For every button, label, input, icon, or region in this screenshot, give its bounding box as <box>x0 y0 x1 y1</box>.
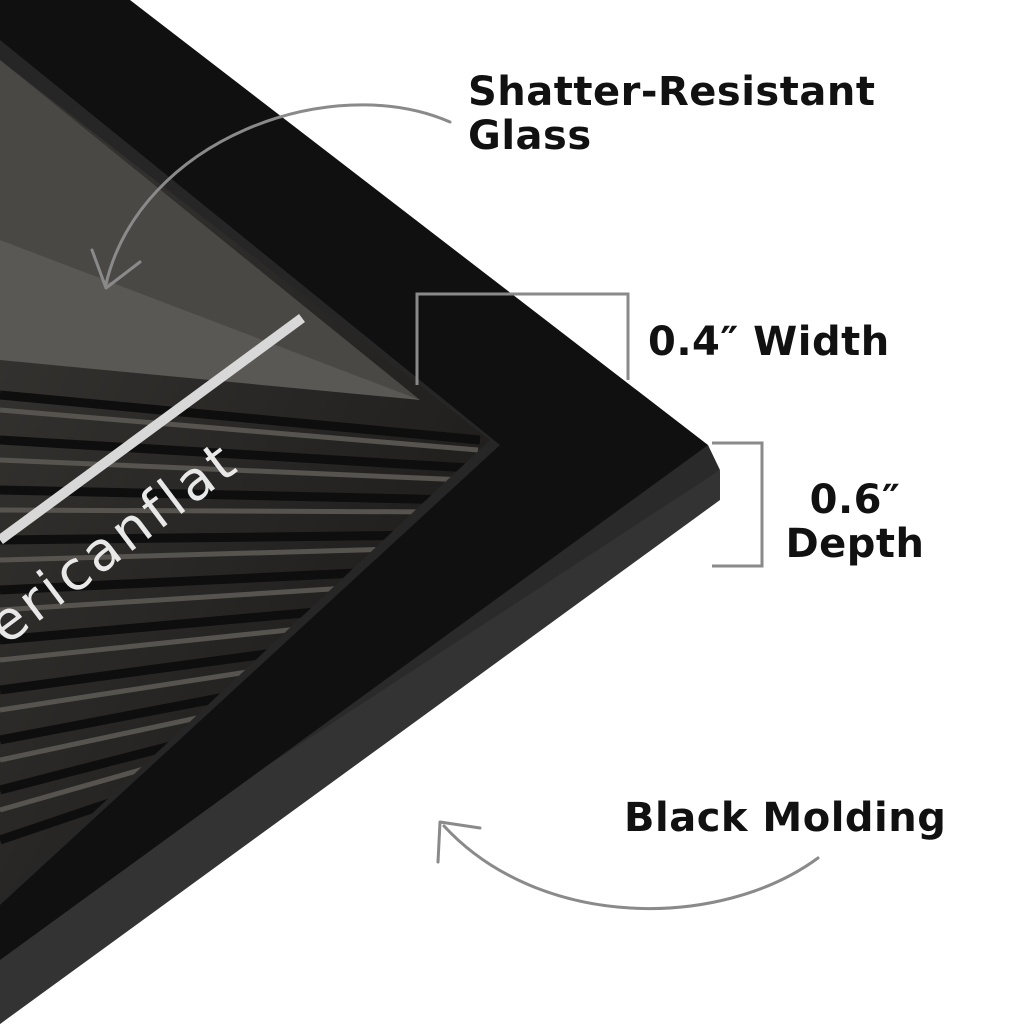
width-callout-label: 0.4″ Width <box>648 319 890 365</box>
depth-callout-line2: Depth <box>785 521 925 567</box>
depth-callout-label: 0.6″ Depth <box>780 478 930 566</box>
molding-callout-label: Black Molding <box>624 795 947 841</box>
glass-callout-line1: Shatter-Resistant <box>468 69 876 115</box>
glass-arrow-icon <box>90 103 452 290</box>
glass-callout-line2: Glass <box>468 113 592 159</box>
frame-side-bottom <box>0 470 720 1024</box>
depth-callout-line1: 0.6″ <box>809 477 901 523</box>
glass-callout-label: Shatter-Resistant Glass <box>468 70 875 158</box>
depth-bracket-icon <box>712 441 764 568</box>
width-bracket-icon <box>415 292 630 385</box>
molding-arrow-icon <box>436 820 820 911</box>
